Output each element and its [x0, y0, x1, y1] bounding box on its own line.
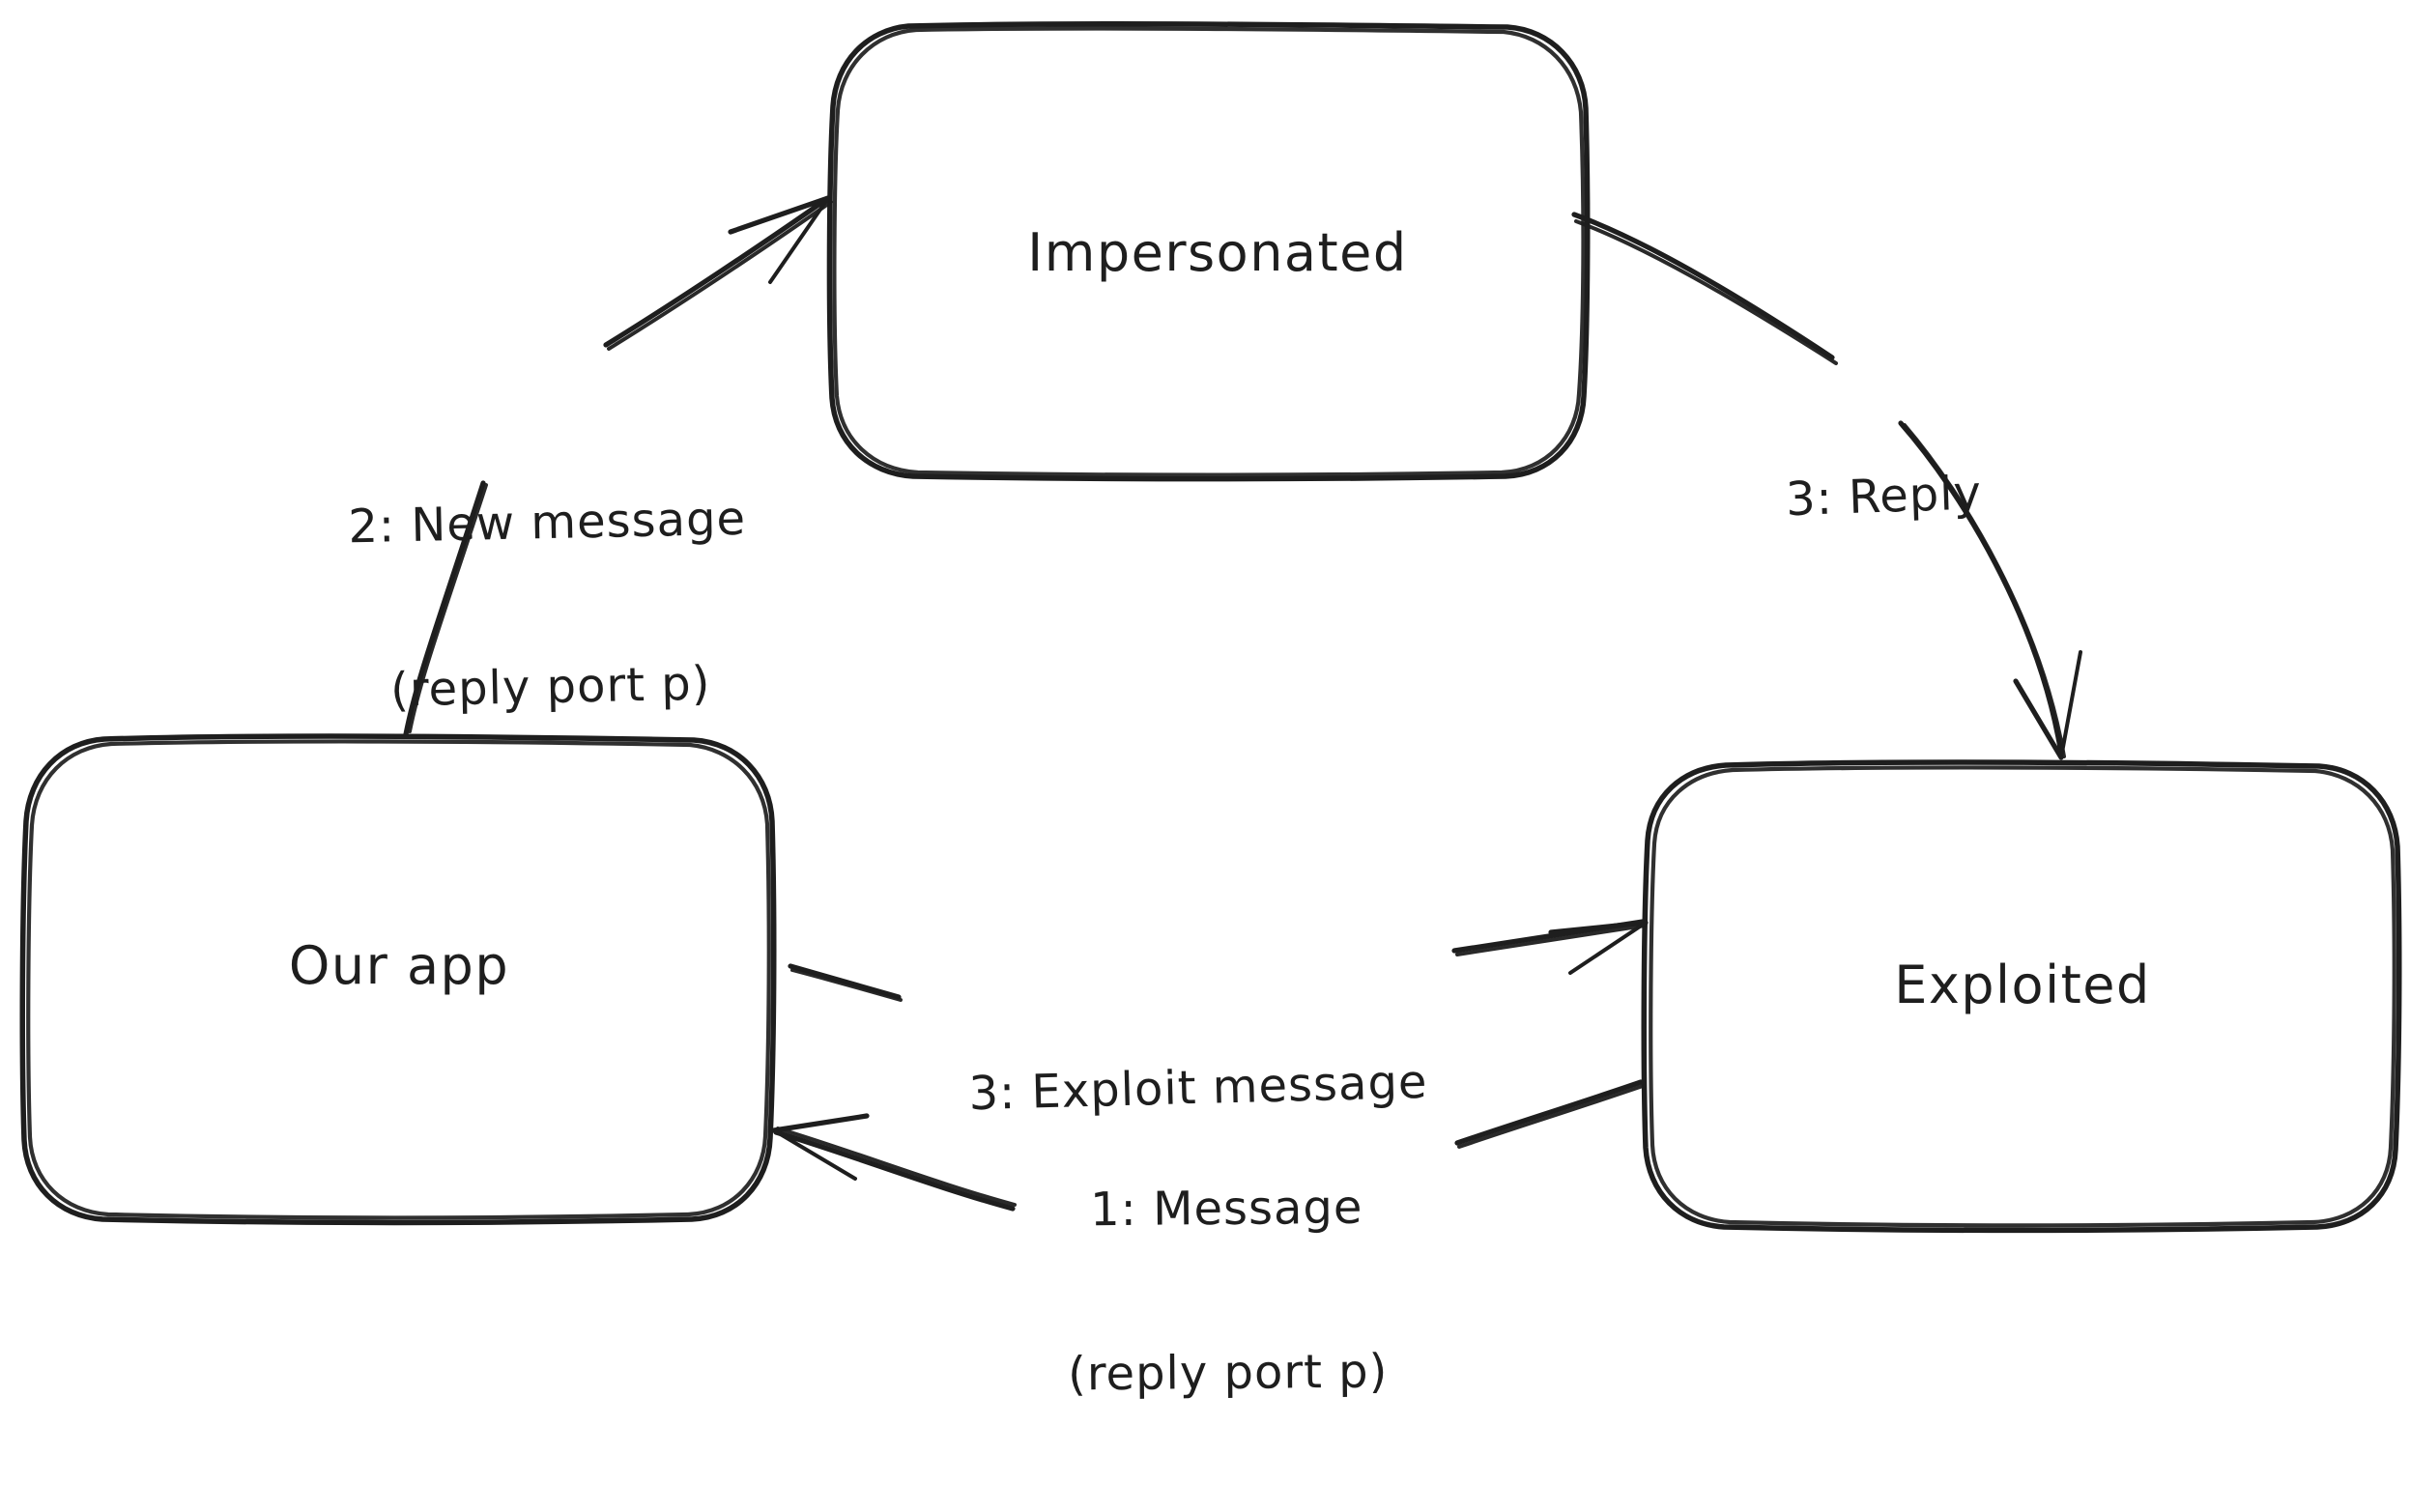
- edge-exploit-message[interactable]: [788, 919, 1649, 1002]
- edge-label-new-message: 2: New message (reply port p): [293, 382, 804, 830]
- node-our-app-shape[interactable]: [19, 733, 777, 1226]
- edge-label-reply-line1: 3: Reply: [1785, 466, 1983, 528]
- arrowhead-exploit-message: [1548, 920, 1649, 975]
- diagram-svg: [19, 21, 2402, 1234]
- node-impersonated-shape[interactable]: [826, 21, 1591, 482]
- node-label-our-app: Our app: [288, 935, 510, 996]
- diagram-canvas: Impersonated Our app Exploited 2: New me…: [19, 21, 2402, 1402]
- edge-message[interactable]: [771, 1079, 1645, 1212]
- edge-label-message-line2: (reply port p): [1067, 1344, 1389, 1402]
- edge-new-message[interactable]: [403, 195, 833, 737]
- node-label-impersonated: Impersonated: [1027, 222, 1408, 283]
- node-label-exploited: Exploited: [1894, 955, 2151, 1015]
- edge-label-reply: 3: Reply: [1781, 352, 2138, 638]
- node-exploited-shape[interactable]: [1641, 759, 2402, 1234]
- edge-label-new-message-line2: (reply port p): [389, 656, 711, 718]
- edge-label-message: 1: Message (reply port p): [993, 1070, 1461, 1512]
- arrowhead-new-message: [728, 195, 831, 284]
- edge-label-message-line1: 1: Message: [1089, 1181, 1363, 1238]
- edge-reply[interactable]: [1571, 212, 2082, 760]
- edge-label-new-message-line1: 2: New message: [347, 491, 747, 555]
- arrowhead-message: [771, 1113, 870, 1181]
- arrowhead-reply: [2013, 650, 2082, 760]
